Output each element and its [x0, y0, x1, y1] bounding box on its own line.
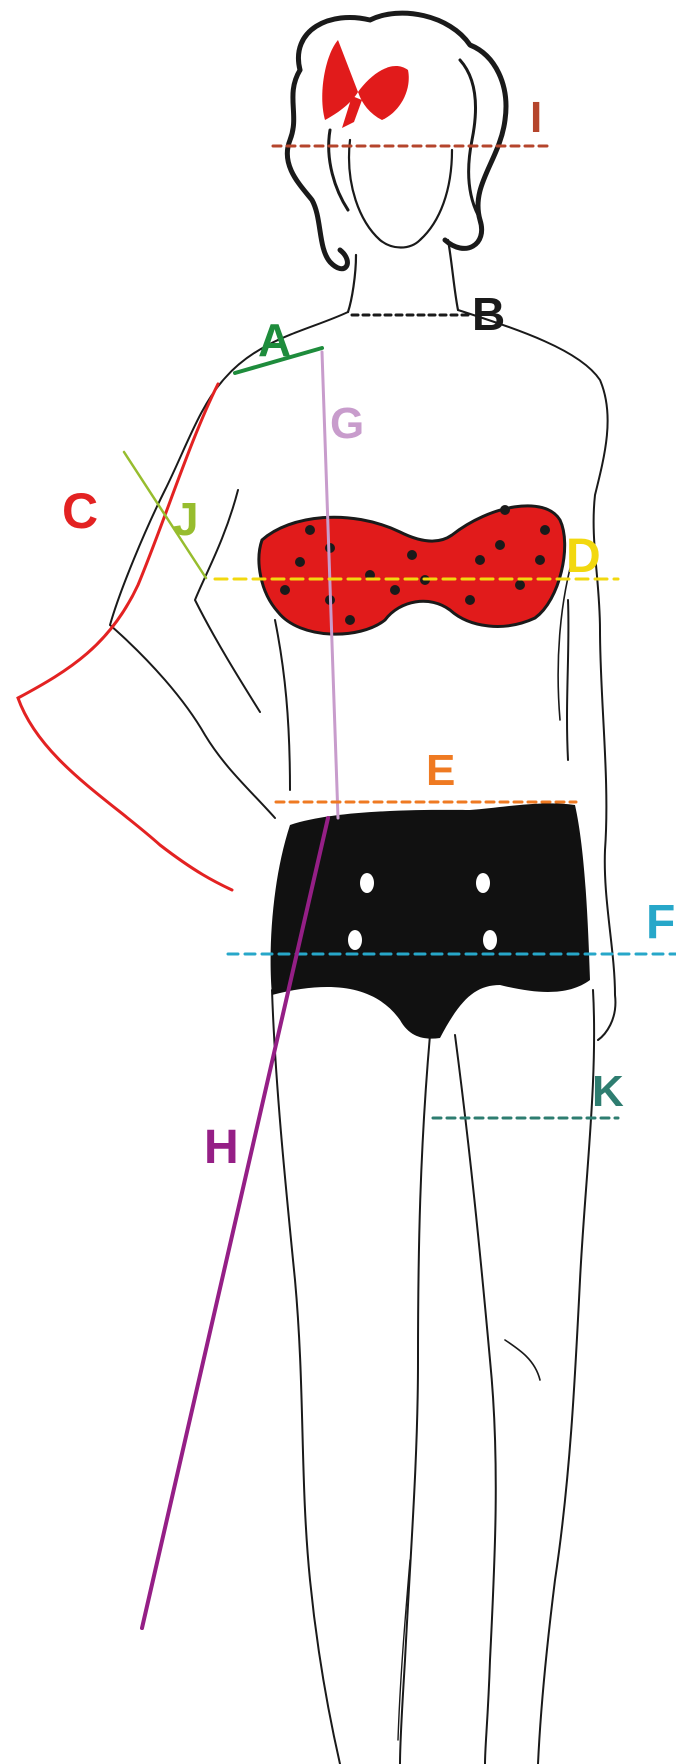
- face-and-neck: [348, 140, 458, 312]
- label-k: K: [592, 1067, 624, 1116]
- bra-dot: [535, 555, 545, 565]
- bra-dot: [280, 585, 290, 595]
- bra-dot: [305, 525, 315, 535]
- label-j: J: [173, 493, 199, 545]
- bra-dot: [407, 550, 417, 560]
- label-h: H: [204, 1121, 239, 1174]
- measurement-line-h: [142, 818, 328, 1628]
- briefs-dot: [476, 873, 490, 893]
- briefs-dot: [483, 930, 497, 950]
- briefs-shape: [271, 803, 590, 1038]
- bra-dot: [515, 580, 525, 590]
- hair: [287, 13, 506, 269]
- bikini-bottom: [271, 803, 590, 1038]
- bra-dot: [540, 525, 550, 535]
- hair-bow: [322, 40, 409, 128]
- measurement-line-c: [18, 384, 232, 890]
- legs: [272, 990, 594, 1764]
- label-g: G: [330, 399, 364, 448]
- briefs-dot: [348, 930, 362, 950]
- bra-dot: [345, 615, 355, 625]
- bow-right: [358, 66, 409, 120]
- label-b: B: [472, 288, 505, 340]
- bikini-top: [259, 506, 565, 634]
- bra-dot: [495, 540, 505, 550]
- bra-dot: [390, 585, 400, 595]
- label-c: C: [62, 483, 98, 539]
- measurement-labels: I B A G C J D E F K H: [62, 93, 675, 1174]
- label-f: F: [646, 896, 675, 949]
- label-e: E: [426, 746, 455, 795]
- label-a: A: [258, 314, 291, 366]
- label-i: I: [530, 93, 542, 142]
- bra-dot: [500, 505, 510, 515]
- label-d: D: [566, 530, 601, 583]
- bra-dot: [295, 557, 305, 567]
- bra-dot: [465, 595, 475, 605]
- briefs-dot: [360, 873, 374, 893]
- bra-dot: [475, 555, 485, 565]
- bra-shape: [259, 506, 565, 634]
